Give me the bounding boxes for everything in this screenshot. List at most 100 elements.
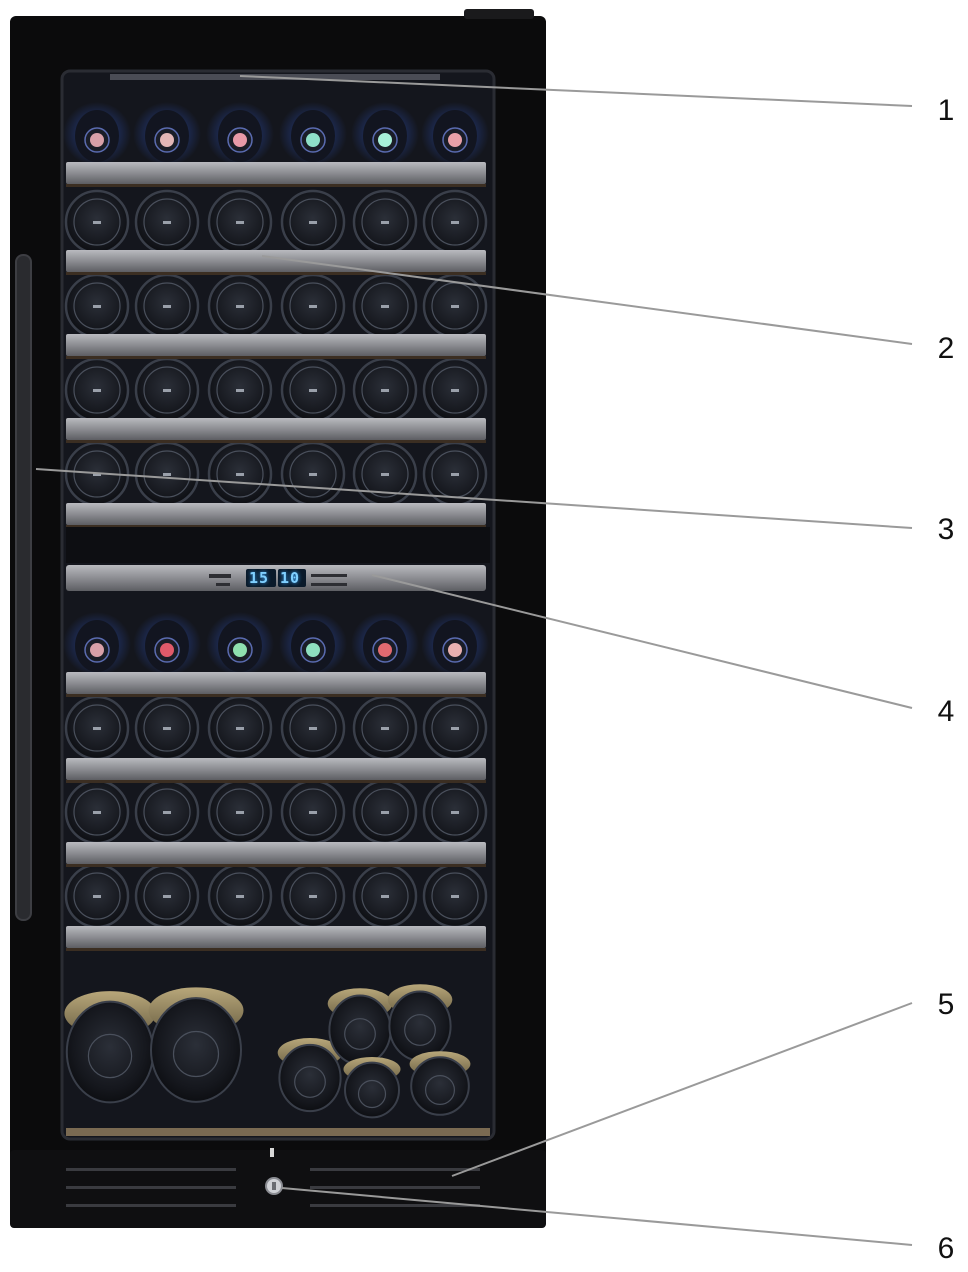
shelf-7 [66,758,486,780]
bottle-base [280,863,346,929]
bottle-base [207,273,273,339]
shelf-front-edge [66,272,486,275]
shelf-2 [66,250,486,272]
bottle-punt-mark [381,895,389,898]
bottle-base [134,863,200,929]
bottle-punt-mark [451,221,459,224]
bottle-punt-mark [236,221,244,224]
bottle-punt [404,1014,436,1046]
ventilation-grille [66,1168,480,1207]
door-hinge-pin [270,1148,274,1157]
bottle-punt-mark [309,895,317,898]
bottle-punt-mark [381,727,389,730]
bottle-base [422,357,488,423]
bottle-punt [431,366,479,414]
bottle-neck [421,102,489,166]
bottom-compartment-bottle [387,984,453,1062]
bottle-punt [216,788,264,836]
vent-slot-right [310,1204,480,1207]
shelf-front-edge [66,780,486,783]
bottle-capsule [160,133,174,147]
bottle-punt-mark [163,895,171,898]
bottle-punt [143,282,191,330]
bottle-body [150,997,242,1103]
bottle-punt [361,282,409,330]
bottom-compartment-bottle [64,991,156,1104]
bottle-punt [73,198,121,246]
bottle-body [65,1000,155,1104]
bottle-base [134,357,200,423]
bottle-punt-mark [451,473,459,476]
shelf-6 [66,672,486,694]
bottle-base [280,441,346,507]
bottle-punt [431,704,479,752]
bottle-punt-mark [309,389,317,392]
bottle-punt [143,450,191,498]
control-button-4[interactable] [311,583,347,586]
bottom-compartment-bottle [409,1051,471,1116]
bottle-punt-mark [93,221,101,224]
bottle-punt [216,704,264,752]
bottle-base [207,357,273,423]
display-upper-temp: 15 [249,569,270,587]
vent-slot-right [310,1168,480,1171]
bottle-punt [357,1079,387,1109]
bottle-punt-mark [451,389,459,392]
bottle-body [410,1056,470,1116]
bottle-punt [216,282,264,330]
bottle-punt-mark [309,811,317,814]
bottle-base [280,695,346,761]
bottle-punt [143,872,191,920]
bottle-base [64,779,130,845]
bottle-punt-mark [163,473,171,476]
bottle-capsule [306,643,320,657]
door-handle[interactable] [15,254,32,921]
bottle-neck [351,102,419,166]
callout-line-3 [35,468,913,529]
control-button-2[interactable] [216,583,230,586]
bottle-punt [431,788,479,836]
bottle-punt-mark [381,305,389,308]
bottle-punt-mark [381,473,389,476]
bottle-punt [87,1033,133,1079]
control-button-1[interactable] [209,574,231,578]
bottle-punt [289,450,337,498]
bottle-punt [143,366,191,414]
bottle-neck [279,102,347,166]
bottle-capsule [378,643,392,657]
bottle-punt-mark [236,727,244,730]
vent-slot-left [66,1168,236,1171]
bottom-compartment-bottle [148,987,244,1103]
bottle-capsule [90,133,104,147]
key-lock-icon[interactable] [265,1177,283,1195]
bottle-capsule [90,643,104,657]
bottle-base [64,189,130,255]
bottle-punt [143,704,191,752]
callout-line-1 [239,75,913,107]
callout-number-5: 5 [937,988,955,1021]
control-buttons[interactable] [209,574,347,586]
bottle-capsule [233,643,247,657]
bottle-punt-mark [381,389,389,392]
bottle-neck [63,102,131,166]
bottle-punt [289,872,337,920]
bottle-punt-mark [163,305,171,308]
bottle-base [134,695,200,761]
bottle-capsule [448,133,462,147]
bottle-punt-mark [236,305,244,308]
bottle-base [280,357,346,423]
bottle-neck [133,102,201,166]
shelf-5 [66,503,486,525]
control-button-3[interactable] [311,574,347,577]
vent-slot-left [66,1204,236,1207]
bottle-punt [289,366,337,414]
bottle-punt-mark [451,727,459,730]
bottom-compartment-floor [66,1128,490,1136]
bottle-punt [216,872,264,920]
bottle-punt [361,198,409,246]
shelf-front-edge [66,184,486,187]
bottle-body [388,990,452,1062]
bottle-base [352,273,418,339]
bottle-punt-mark [236,895,244,898]
